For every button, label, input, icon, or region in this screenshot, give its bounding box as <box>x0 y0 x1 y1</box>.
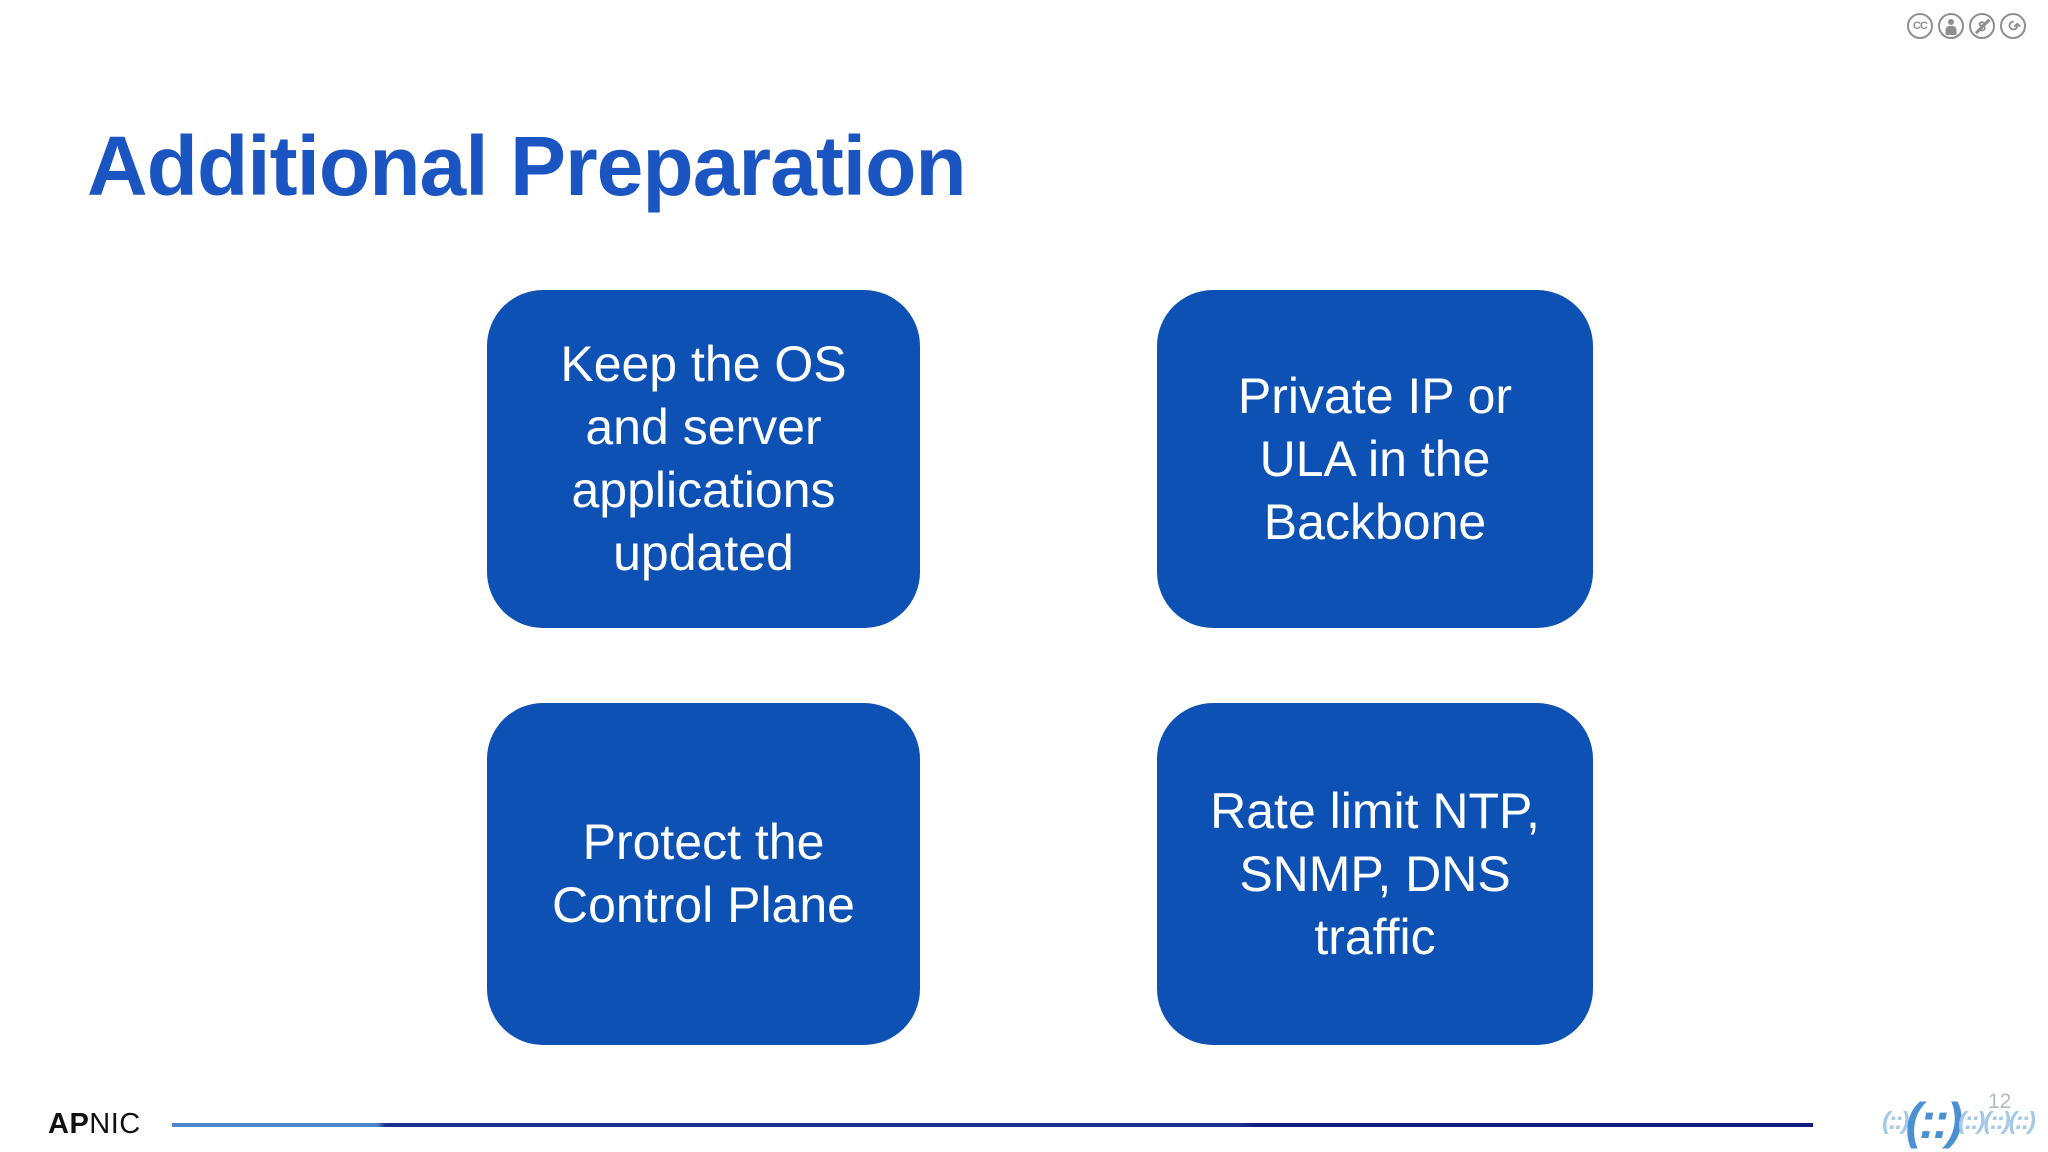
slide-title: Additional Preparation <box>87 119 967 214</box>
apnic-logo: APNIC <box>48 1108 141 1141</box>
box-text-line: Protect the <box>582 814 825 870</box>
box-text-line: and server <box>585 399 822 455</box>
page-number: 12 <box>1988 1090 2012 1113</box>
content-box-keep-os-updated: Keep the OS and server applications upda… <box>487 290 920 628</box>
box-text-line: SNMP, DNS <box>1239 845 1511 902</box>
box-text-line: Rate limit NTP, <box>1210 782 1540 839</box>
box-text-line: ULA in the <box>1259 430 1491 487</box>
content-box-protect-control-plane: Protect the Control Plane <box>487 703 920 1045</box>
cc-sa-share-alike-icon: ↺ <box>2000 13 2026 39</box>
content-box-rate-limit: Rate limit NTP, SNMP, DNS traffic <box>1157 703 1593 1045</box>
motif-glyph: (::) <box>1983 1106 2010 1135</box>
cc-license-badges: CC $ ↺ <box>1907 13 2026 39</box>
circular-arrow-icon: ↺ <box>2002 15 2024 37</box>
person-body-icon <box>1945 26 1957 35</box>
footer-divider-line <box>172 1123 1813 1127</box>
content-box-private-ip-ula: Private IP or ULA in the Backbone <box>1157 290 1593 628</box>
box-text-line: updated <box>613 525 794 581</box>
motif-glyph: (::) <box>1882 1106 1909 1135</box>
box-text-line: applications <box>571 462 836 518</box>
box-text-line: Keep the OS <box>560 336 847 392</box>
box-text-line: Control Plane <box>552 877 855 933</box>
box-text-line: Private IP or <box>1237 367 1513 424</box>
box-text-line: Backbone <box>1263 493 1487 550</box>
apnic-logo-ap: AP <box>48 1108 90 1140</box>
cc-nc-no-dollar-icon: $ <box>1969 13 1995 39</box>
motif-glyph: (::) <box>1958 1106 1985 1135</box>
motif-glyph-large: (::) <box>1905 1093 1963 1149</box>
cc-icon: CC <box>1907 13 1933 39</box>
motif-glyph: (::) <box>2008 1106 2036 1135</box>
dollar-icon: $ <box>1978 18 1986 34</box>
cc-by-person-icon <box>1938 13 1964 39</box>
apnic-logo-nic: NIC <box>89 1108 141 1140</box>
box-text-line: traffic <box>1314 908 1436 965</box>
cc-icon-label: CC <box>1913 20 1928 32</box>
apnic-brand-motif-logo: (::) (::) (::) (::) (::) <box>1882 1092 2036 1150</box>
person-head-icon <box>1948 19 1954 25</box>
